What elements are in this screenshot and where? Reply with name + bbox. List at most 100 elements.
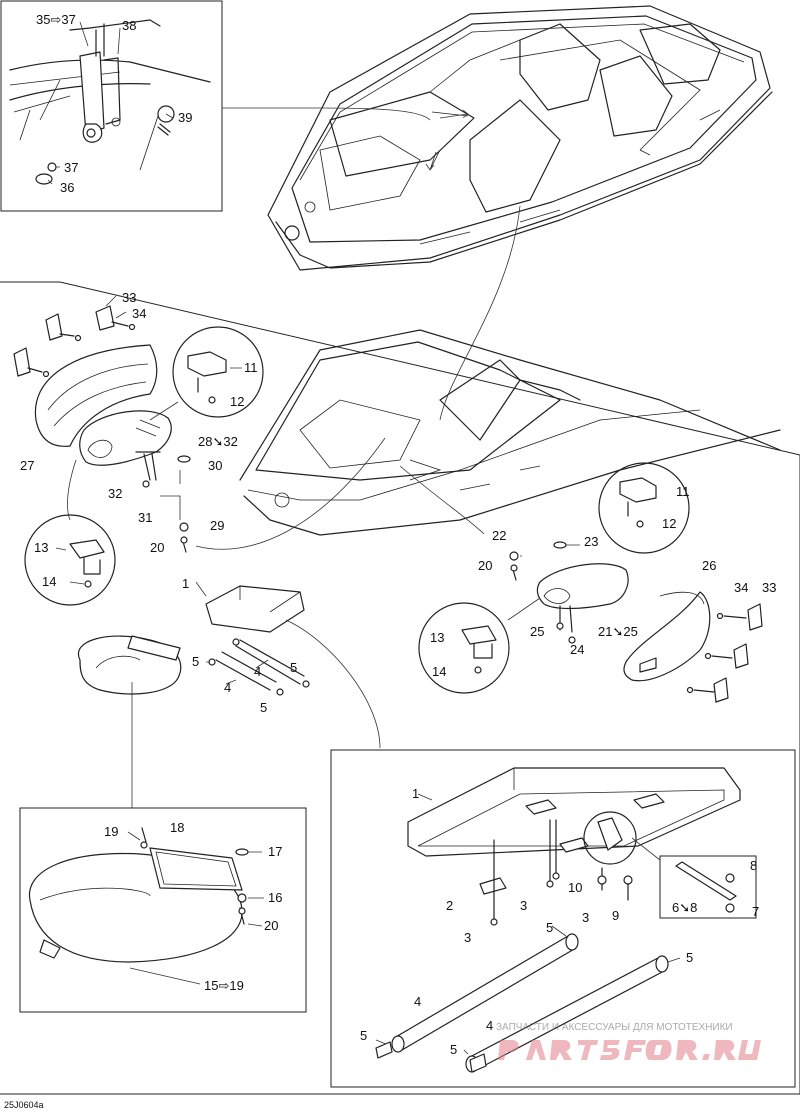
rods-4-with-caps-5 xyxy=(375,933,669,1073)
callout-34: 34 xyxy=(132,306,146,321)
watermark: ЗАПЧАСТИ И АКСЕССУАРЫ ДЛЯ МОТОТЕХНИКИ xyxy=(496,1022,761,1060)
callout-18: 18 xyxy=(170,820,184,835)
callout-25: 25 xyxy=(530,624,544,639)
callout-2: 2 xyxy=(446,898,453,913)
detail-frame-seat-bottom xyxy=(19,807,307,1013)
watermark-logo xyxy=(498,1040,761,1060)
callout-20: 20 xyxy=(264,918,278,933)
callout-34: 34 xyxy=(734,580,748,595)
callout-20: 20 xyxy=(150,540,164,555)
armrest-right-21-25 xyxy=(536,563,629,610)
fastener-29-20-left xyxy=(179,522,189,553)
callout-12: 12 xyxy=(662,516,676,531)
callout-7: 7 xyxy=(752,904,759,919)
callout-11: 11 xyxy=(244,360,258,375)
callout-5: 5 xyxy=(290,660,297,675)
detail-circle-13-14-left xyxy=(24,514,116,606)
callout-5: 5 xyxy=(260,700,267,715)
callout-5: 5 xyxy=(686,950,693,965)
callout-20: 20 xyxy=(478,558,492,573)
connector-line xyxy=(285,619,381,749)
seat-bottom-15-19 xyxy=(28,847,243,963)
callout-16: 16 xyxy=(268,890,282,905)
callout-13: 13 xyxy=(34,540,48,555)
latch-6-8 xyxy=(675,861,737,913)
detail-circle-13-14-right xyxy=(418,602,510,694)
diagram-code: 25J0604a xyxy=(4,1100,44,1110)
callout-31: 31 xyxy=(138,510,152,525)
callout-12: 12 xyxy=(230,394,244,409)
detail-circle-11-12-right xyxy=(598,462,690,554)
callout-4: 4 xyxy=(486,1018,493,1033)
hole-39 xyxy=(111,117,121,127)
callout-33: 33 xyxy=(122,290,136,305)
backrest-26 xyxy=(623,591,711,682)
bracket-31 xyxy=(135,451,161,488)
nut-37 xyxy=(47,162,57,172)
callout-4: 4 xyxy=(224,680,231,695)
callout-37: 37 xyxy=(64,160,78,175)
callout-13: 13 xyxy=(430,630,444,645)
callout-15-19: 15⇨19 xyxy=(204,978,244,993)
callout-19: 19 xyxy=(104,824,118,839)
callout-29: 29 xyxy=(210,518,224,533)
seat-cushion-1-top xyxy=(205,585,305,633)
detail-circle-11-12-left xyxy=(172,326,264,418)
cushion-1-underside xyxy=(407,767,741,857)
callout-14: 14 xyxy=(42,574,56,589)
callout-21-25: 21➘25 xyxy=(598,624,638,639)
washer-36 xyxy=(35,173,53,185)
support-rods-4-5 xyxy=(208,638,310,696)
callout-5: 5 xyxy=(360,1028,367,1043)
bracket-33-34-right xyxy=(686,603,763,703)
cushion-screws-3-9-10 xyxy=(490,819,633,926)
backrest-27 xyxy=(34,344,158,447)
callout-24: 24 xyxy=(570,642,584,657)
callout-23: 23 xyxy=(584,534,598,549)
callout-39: 39 xyxy=(178,110,192,125)
connector-line xyxy=(222,107,431,121)
boat-stern-illustration xyxy=(239,329,781,536)
callout-11: 11 xyxy=(676,484,690,499)
callout-4: 4 xyxy=(414,994,421,1009)
bow-hinge-detail xyxy=(9,19,211,171)
detail-frame-bow-hinge xyxy=(0,0,223,212)
cushion-brackets-2 xyxy=(479,793,665,895)
callout-3: 3 xyxy=(520,898,527,913)
callout-6-8: 6➘8 xyxy=(672,900,697,915)
callout-26: 26 xyxy=(702,558,716,573)
callout-10: 10 xyxy=(568,880,582,895)
callout-3: 3 xyxy=(464,930,471,945)
callout-30: 30 xyxy=(208,458,222,473)
storage-seat-left xyxy=(77,635,182,695)
detail-circle-hinge xyxy=(583,811,637,865)
armrest-left-28-32 xyxy=(79,410,172,466)
callout-4: 4 xyxy=(254,664,261,679)
watermark-caption: ЗАПЧАСТИ И АКСЕССУАРЫ ДЛЯ МОТОТЕХНИКИ xyxy=(496,1022,733,1033)
callout-5: 5 xyxy=(450,1042,457,1057)
callout-5: 5 xyxy=(546,920,553,935)
callout-9: 9 xyxy=(612,908,619,923)
screw-30 xyxy=(177,455,191,463)
callout-3: 3 xyxy=(582,910,589,925)
callout-22: 22 xyxy=(492,528,506,543)
callout-33: 33 xyxy=(762,580,776,595)
callout-28-32: 28➘32 xyxy=(198,434,238,449)
callout-1: 1 xyxy=(412,786,419,801)
callout-32: 32 xyxy=(108,486,122,501)
main-panel-frame xyxy=(0,281,800,1095)
boat-overview-illustration xyxy=(267,5,773,271)
callout-27: 27 xyxy=(20,458,34,473)
callout-8: 8 xyxy=(750,858,757,873)
callout-14: 14 xyxy=(432,664,446,679)
callout-1: 1 xyxy=(182,576,189,591)
callout-5: 5 xyxy=(192,654,199,669)
callout-38: 38 xyxy=(122,18,136,33)
callout-17: 17 xyxy=(268,844,282,859)
callout-35-37: 35⇨37 xyxy=(36,12,76,27)
connector-line xyxy=(439,205,521,421)
screw-23 xyxy=(553,541,567,549)
fastener-22-20-right xyxy=(509,551,519,581)
screws-24-25 xyxy=(556,605,576,644)
